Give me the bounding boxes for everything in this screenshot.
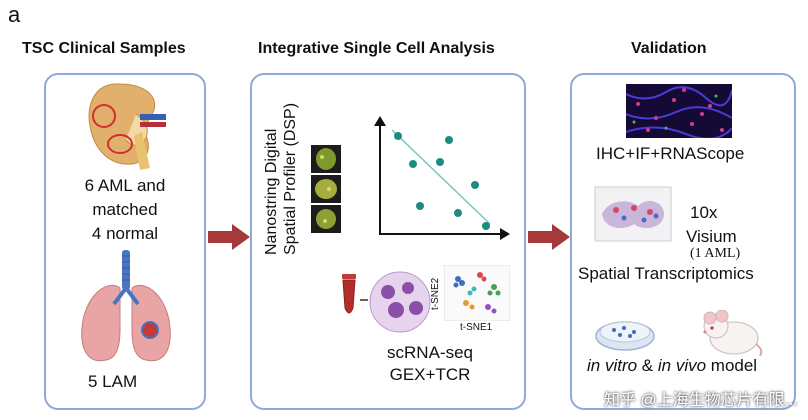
header-validation: Validation xyxy=(631,40,707,57)
cell-suspension-icon xyxy=(342,271,431,333)
spatial-transcriptomics-label: Spatial Transcriptomics xyxy=(578,264,754,283)
panel-label: a xyxy=(8,2,21,27)
model-label: in vitro & in vivo model xyxy=(587,356,757,376)
header-clinical-samples: TSC Clinical Samples xyxy=(22,40,186,57)
visium-count: 10x xyxy=(690,203,718,222)
tissue-samples-icon xyxy=(311,145,341,233)
model-in-vitro: in vitro xyxy=(587,356,638,375)
scrna-line-1: scRNA-seq xyxy=(387,343,473,362)
kidney-icon xyxy=(88,83,166,170)
tsne-y-label: t-SNE2 xyxy=(430,277,441,310)
petri-dish-icon xyxy=(595,321,655,351)
lungs-icon xyxy=(81,250,171,362)
ihc-label: IHC+IF+RNAScope xyxy=(596,144,745,163)
dsp-line-2: Spatial Profiler (DSP) xyxy=(282,102,299,255)
watermark: 知乎 @上海生物芯片有限... xyxy=(603,392,798,409)
lam-samples-text: 5 LAM xyxy=(88,372,138,391)
aml-samples-text: 6 AML and matched 4 normal xyxy=(60,174,190,246)
tsne-plot xyxy=(444,265,510,321)
aml-line-3: 4 normal xyxy=(91,224,159,243)
scrna-text: scRNA-seq GEX+TCR xyxy=(370,342,490,386)
scatter-plot xyxy=(374,116,510,240)
header-single-cell-analysis: Integrative Single Cell Analysis xyxy=(258,40,495,57)
model-suffix: model xyxy=(706,356,758,375)
arrow-right-icon xyxy=(528,224,570,250)
model-amp: & xyxy=(637,356,658,375)
dsp-label: Nanostring Digital Spatial Profiler (DSP… xyxy=(262,103,300,255)
visium-note: (1 AML) xyxy=(690,246,741,261)
tsne-x-label: t-SNE1 xyxy=(460,322,493,333)
aml-line-2: matched xyxy=(92,200,158,219)
visium-label: Visium xyxy=(686,227,737,246)
arrow-right-icon xyxy=(208,224,250,250)
ihc-image xyxy=(626,84,732,138)
mouse-icon xyxy=(703,310,763,356)
aml-line-1: 6 AML and xyxy=(84,176,166,195)
scrna-line-2: GEX+TCR xyxy=(389,365,471,384)
visium-slide-image xyxy=(594,186,672,242)
dsp-line-1: Nanostring Digital xyxy=(263,128,280,255)
model-in-vivo: in vivo xyxy=(657,356,707,375)
single-cell-analysis-box xyxy=(250,73,526,410)
